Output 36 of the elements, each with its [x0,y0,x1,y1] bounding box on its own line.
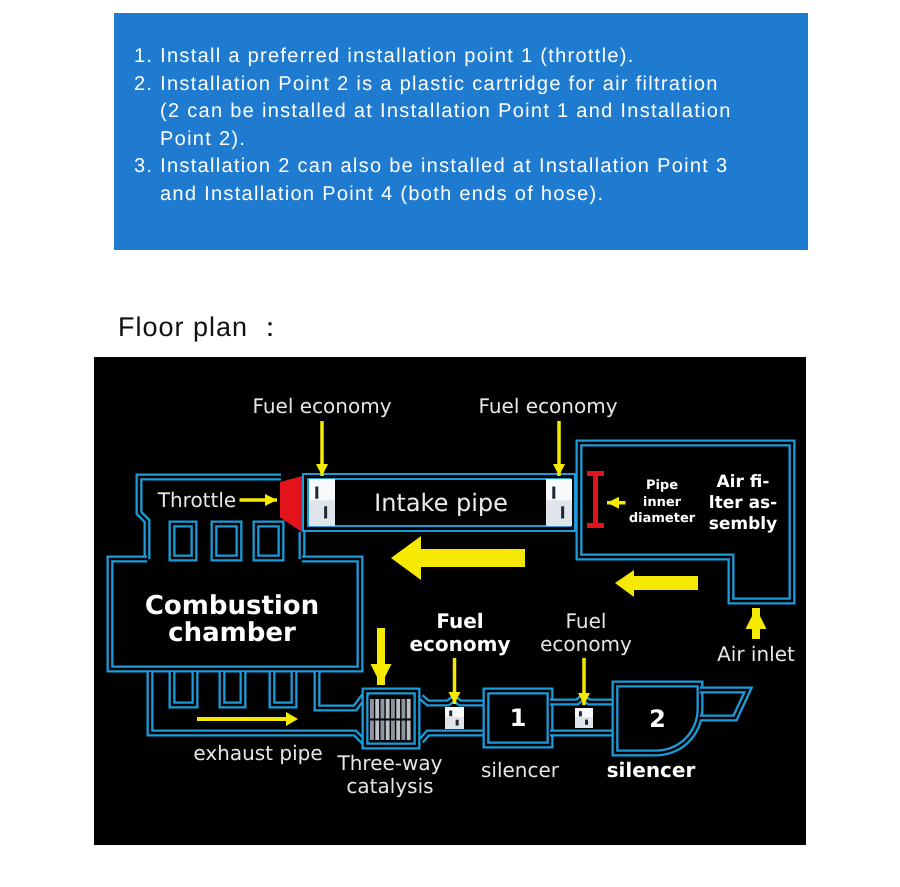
number-label: 1 [508,703,528,733]
leader-arrow [370,628,392,685]
number-label: 2 [648,704,667,734]
callout-label: Fuel economy [408,610,512,656]
part-label: Intake pipe [373,489,509,517]
leader-arrow [746,608,766,639]
throttle-valve [280,476,302,532]
callout-label: Throttle [156,487,238,513]
note-panel [114,13,808,250]
part-label: Combustion chamber [144,593,320,647]
leader-arrow [316,421,328,476]
diameter-marker [587,471,604,528]
part-label: silencer [480,757,560,783]
heading: Floor plan ： [118,311,285,344]
part-label: silencer [606,757,696,783]
filter-cartridge [575,708,593,728]
instruction-text: 2. Installation Point 2 is a plastic cartridge for air filtration (2 can be installed at Installation Point 1 and Installation Point 2). [134,72,733,152]
filter-cartridge [445,707,464,729]
leader-arrow [448,658,460,704]
leader-arrow [240,494,277,506]
filter-cartridge [546,479,572,526]
intake-pipe [302,473,576,532]
leader-arrow [607,496,626,509]
callout-label: Air inlet [716,641,796,667]
callout-label: Fuel economy [477,393,619,419]
callout-label: Fuel economy [251,393,393,419]
part-label: exhaust pipe [192,740,324,766]
callout-label: Pipe inner diameter [628,478,696,528]
instruction-text: 3. Installation 2 can also be installed at Installation Point 3 and Installation Point 4 (both ends of hose). [134,154,730,206]
part-label: Air fi- lter as- sembly [708,472,778,535]
leader-arrow [578,658,590,705]
leader-arrow [553,421,565,476]
instruction-text: 1. Install a preferred installation point 1 (throttle). [134,44,636,69]
filter-cartridge [309,479,335,526]
callout-label: Fuel economy [539,610,633,656]
part-label: Three-way catalysis [336,752,444,798]
